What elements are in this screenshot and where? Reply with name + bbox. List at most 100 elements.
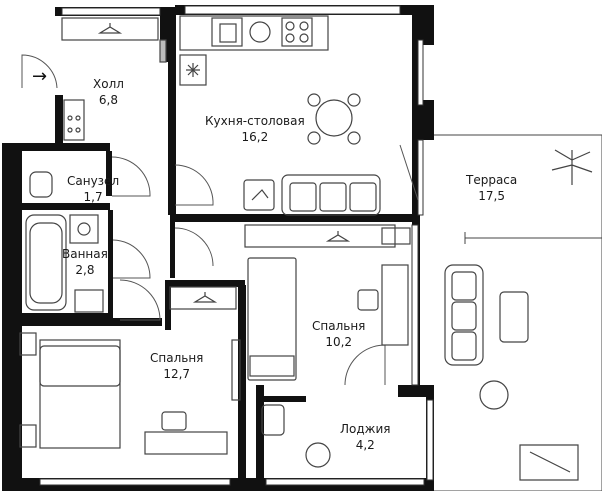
wall-bath-right: [108, 210, 113, 318]
wall-bath-bottom: [22, 313, 110, 319]
small-bedroom-wardrobe: [244, 224, 396, 248]
room-hall: Холл 6,8: [93, 76, 124, 108]
desk-small: [381, 264, 409, 346]
wall-loggia-top: [256, 396, 306, 402]
tv-stand: [231, 339, 241, 401]
room-name: Ванная: [62, 247, 108, 261]
hanger-icon-2: [325, 231, 351, 242]
snowflake-icon: [186, 63, 200, 77]
wall-bottom-right-pier: [256, 385, 264, 485]
terrace-outline: [434, 134, 602, 491]
wall-bath-top: [22, 203, 110, 210]
kitchen-counter: [179, 15, 329, 51]
room-kitchen: Кухня-столовая 16,2: [205, 113, 305, 145]
room-name: Холл: [93, 77, 124, 91]
wall-right-corner: [398, 385, 434, 397]
wall-corridor-gap: [170, 208, 175, 278]
dining-chair: [307, 93, 321, 107]
terrace-chair: [479, 380, 509, 410]
room-area: 6,8: [98, 93, 118, 107]
room-wc: Санузел 1,7: [67, 173, 119, 205]
bed-small: [247, 257, 297, 381]
sink: [219, 23, 237, 43]
sink-basin-icon: [249, 21, 271, 43]
shoe-icon: [67, 115, 73, 121]
wc-door: [111, 156, 151, 197]
room-loggia: Лоджия 4,2: [340, 421, 391, 453]
wall-kitchen-bottom: [172, 214, 415, 222]
entrance-door: [21, 54, 58, 89]
dining-table: [315, 99, 353, 137]
wall-wc-right: [106, 151, 112, 196]
room-area: 1,7: [83, 190, 103, 204]
bath-sink: [69, 214, 99, 244]
room-name: Спальня: [312, 319, 366, 333]
terrace-table: [499, 291, 529, 343]
window-right-bed: [411, 224, 419, 386]
terrace-door: [399, 144, 419, 201]
exercise-bike: [519, 444, 579, 481]
hanger-icon-3: [192, 292, 218, 303]
window-bottom-bed: [39, 478, 231, 486]
palm-icon: [551, 149, 593, 185]
stove: [281, 17, 313, 47]
wall-corridor-left: [165, 280, 171, 330]
fridge: [211, 17, 243, 47]
bedroom-desk: [144, 431, 228, 455]
window-right-upper: [417, 39, 424, 106]
terrace-sofa: [444, 264, 484, 366]
window-loggia-right: [426, 399, 434, 481]
toilet: [29, 171, 53, 198]
wall-hall-inner: [160, 12, 168, 62]
hall-wardrobe: [61, 17, 159, 41]
bath-door: [112, 239, 151, 279]
corridor-door: [174, 227, 214, 267]
nightstand: [19, 332, 37, 356]
room-area: 10,2: [325, 335, 353, 349]
wall-left-hall: [55, 95, 63, 145]
room-bedroom-large: Спальня 12,7: [150, 350, 203, 382]
loggia-door: [344, 344, 386, 386]
wall-right-upper-a: [412, 5, 434, 45]
wall-corridor-top: [165, 280, 245, 287]
room-area: 4,2: [355, 438, 375, 452]
washing-machine: [74, 289, 104, 313]
wall-wc-top: [22, 143, 110, 151]
bedroom-door: [119, 279, 161, 321]
room-area: 16,2: [241, 130, 269, 144]
kitchen-door: [174, 164, 214, 206]
desk-chair: [357, 289, 379, 311]
room-bedroom-small: Спальня 10,2: [312, 318, 365, 350]
loggia-table: [305, 442, 331, 468]
room-name: Санузел: [67, 174, 120, 188]
bedroom-desk-chair: [161, 411, 187, 431]
room-bath: Ванная 2,8: [62, 246, 108, 278]
double-bed: [39, 339, 121, 449]
loggia-armchair: [261, 404, 285, 436]
wall-left-bath: [2, 143, 22, 491]
room-name: Терраса: [466, 173, 518, 187]
hall-column: [159, 39, 167, 63]
kitchen-sofa: [281, 174, 381, 216]
kitchen-column-unit: [179, 54, 207, 86]
hall-cabinet: [63, 99, 85, 141]
room-name: Спальня: [150, 351, 204, 365]
wall-bedroom-right: [238, 285, 246, 485]
window-right-lower: [417, 139, 424, 216]
kitchen-stool: [243, 179, 275, 211]
window-top: [61, 7, 161, 16]
hanger-icon: [97, 23, 123, 34]
wall-bedroom-top: [22, 318, 162, 326]
entrance-arrow: →: [32, 66, 47, 87]
room-area: 12,7: [163, 367, 191, 381]
window-top-kitchen: [184, 5, 401, 15]
window-loggia-bottom: [265, 478, 425, 486]
wall-right-upper-b: [412, 45, 420, 395]
bathtub: [25, 214, 67, 311]
bookshelf: [381, 227, 411, 245]
wall-right-mid: [420, 100, 434, 140]
large-bedroom-wardrobe: [169, 286, 237, 310]
room-area: 2,8: [75, 263, 95, 277]
wall-kitchen-left: [168, 10, 176, 215]
